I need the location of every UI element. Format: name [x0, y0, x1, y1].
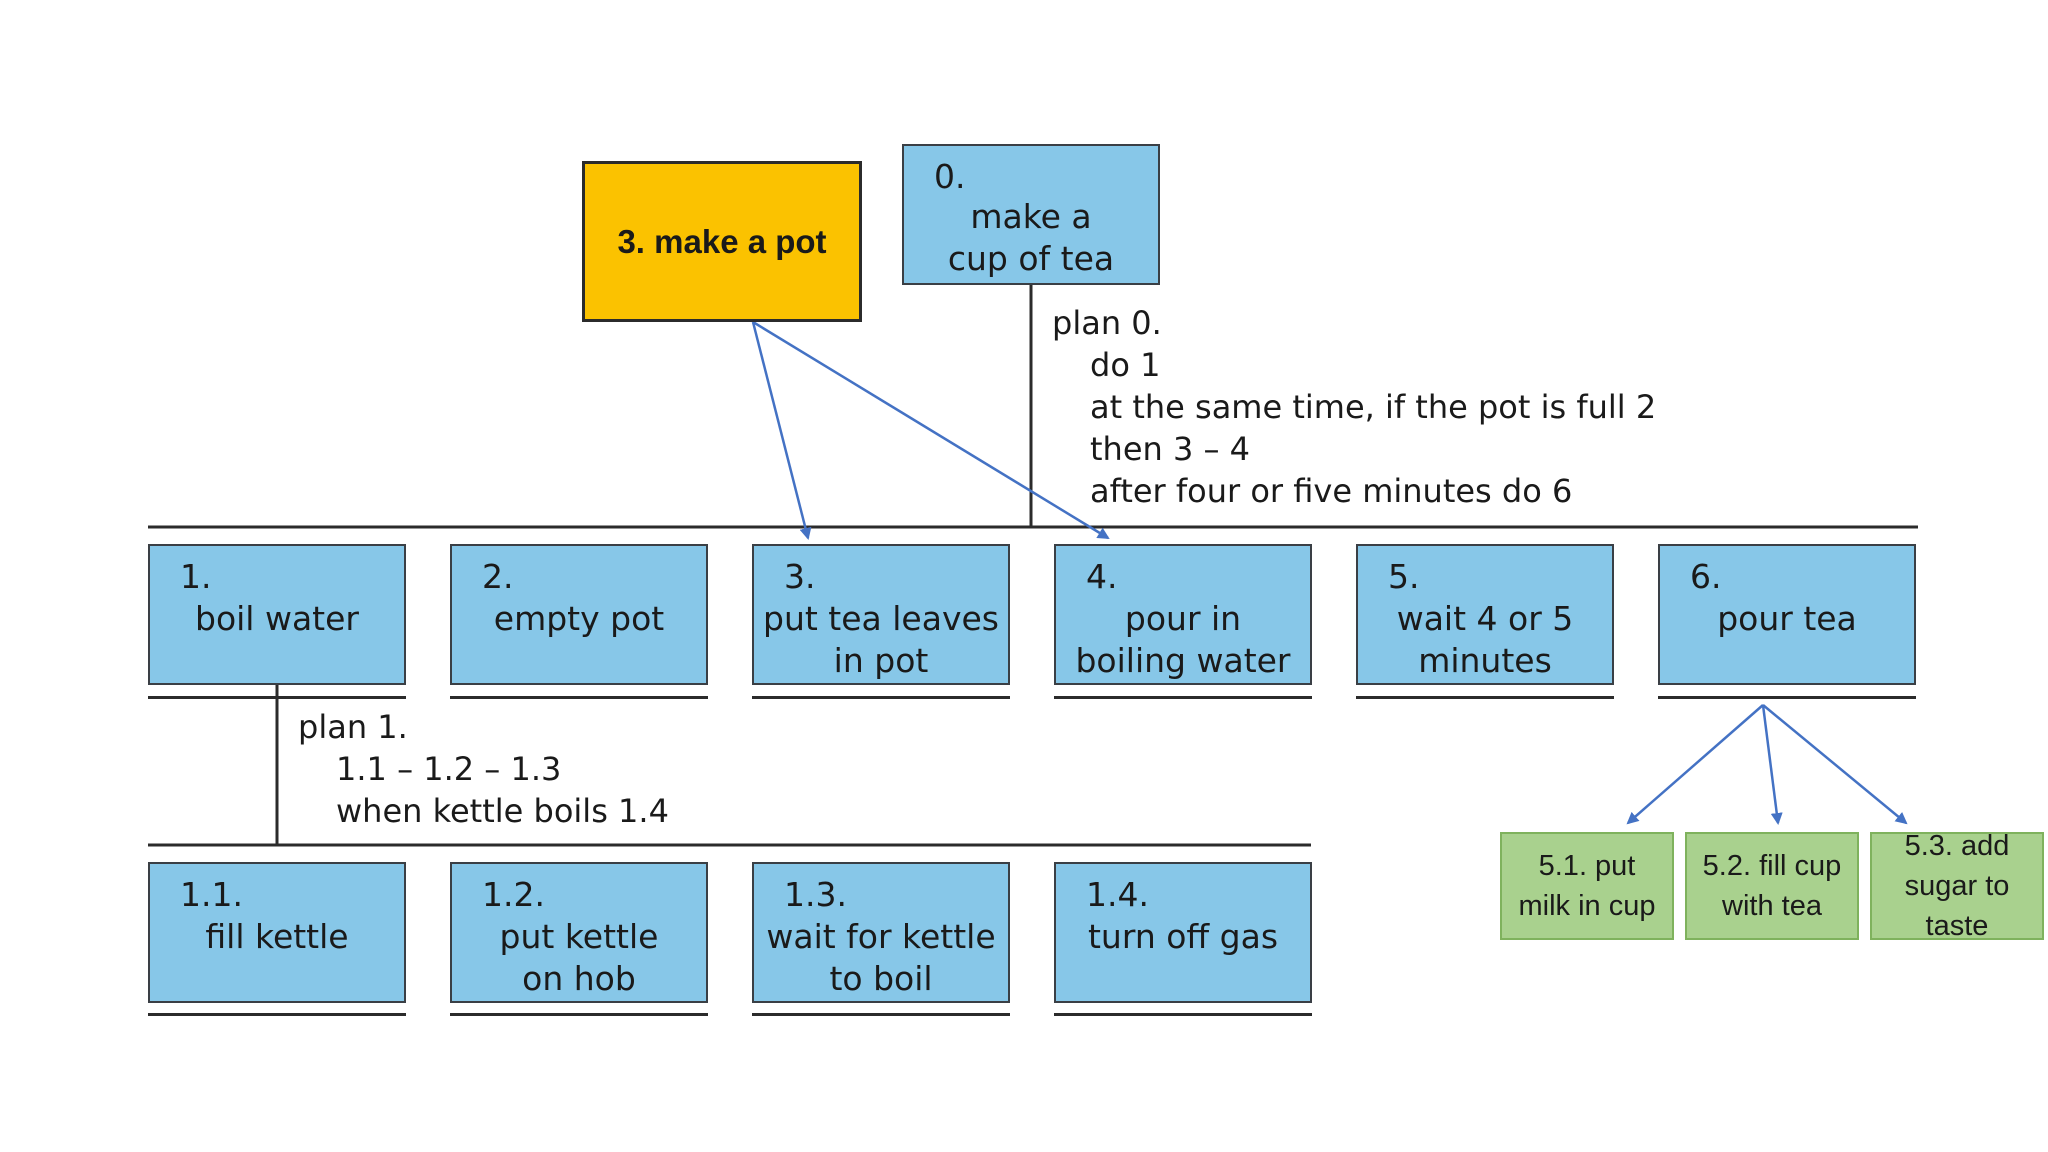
subtask-label-line2: to boil [829, 959, 933, 998]
task-box-6: 6. pour tea [1658, 544, 1916, 685]
substep-line: with tea [1722, 890, 1822, 922]
task-label-line2: minutes [1418, 641, 1552, 680]
substep-line: 5.1. put [1538, 850, 1636, 882]
task-label: wait 4 or 5 [1396, 599, 1574, 638]
task-box-4: 4. pour in boiling water [1054, 544, 1312, 685]
task-underline [1658, 696, 1916, 699]
task-box-1: 1. boil water [148, 544, 406, 685]
subtask-number: 1.1. [180, 875, 243, 914]
task-label-line2: boiling water [1075, 641, 1291, 680]
substep-line: milk in cup [1518, 890, 1656, 922]
plan0-line: after four or five minutes do 6 [1090, 472, 1573, 510]
substep-line: taste [1925, 910, 1989, 942]
subtask-box-1-3: 1.3. wait for kettle to boil [752, 862, 1010, 1003]
task-label: pour tea [1717, 599, 1857, 638]
subtask-box-1-2: 1.2. put kettle on hob [450, 862, 708, 1003]
task-box-5: 5. wait 4 or 5 minutes [1356, 544, 1614, 685]
substep-box-5-3: 5.3. add sugar to taste [1870, 830, 2044, 942]
plan1-title: plan 1. [298, 708, 408, 746]
task-underline [1054, 696, 1312, 699]
subtask-underline [752, 1013, 1010, 1016]
subtask-number: 1.4. [1086, 875, 1149, 914]
substep-box-5-1: 5.1. put milk in cup [1500, 832, 1674, 940]
subtask-label: put kettle [499, 917, 659, 956]
subtask-underline [148, 1013, 406, 1016]
subtask-box-1-1: 1.1. fill kettle [148, 862, 406, 1003]
subtask-box-1-4: 1.4. turn off gas [1054, 862, 1312, 1003]
subtask-underline [1054, 1013, 1312, 1016]
subtask-number: 1.2. [482, 875, 545, 914]
task-number: 6. [1690, 557, 1722, 596]
task-underline [148, 696, 406, 699]
task-box-2: 2. empty pot [450, 544, 708, 685]
task-label: put tea leaves [763, 599, 999, 638]
task-box-3: 3. put tea leaves in pot [752, 544, 1010, 685]
plan1-text: plan 1. 1.1 – 1.2 – 1.3 when kettle boil… [298, 706, 669, 832]
root-task-line1: make a [970, 197, 1092, 236]
subtask-underline [450, 1013, 708, 1016]
task-number: 4. [1086, 557, 1118, 596]
arrow-to-task3 [751, 321, 812, 540]
plan1-line: when kettle boils 1.4 [336, 792, 669, 830]
substep-line: sugar to [1904, 870, 2010, 902]
root-task-box: 0. make a cup of tea [902, 144, 1160, 285]
task-label: pour in [1124, 599, 1242, 638]
task-underline [450, 696, 708, 699]
substep-box-5-2: 5.2. fill cup with tea [1685, 832, 1859, 940]
plan0-title: plan 0. [1052, 304, 1162, 342]
make-a-pot-label: 3. make a pot [617, 222, 827, 260]
subtask-label-line2: on hob [522, 959, 636, 998]
task-underline [1356, 696, 1614, 699]
make-a-pot-box: 3. make a pot [582, 161, 862, 322]
arrow-to-5-3 [1762, 704, 1908, 825]
arrow-to-5-2 [1761, 704, 1783, 825]
subtask-label: fill kettle [205, 917, 349, 956]
root-task-line2: cup of tea [947, 239, 1115, 278]
subtask-number: 1.3. [784, 875, 847, 914]
root-task-number: 0. [934, 157, 966, 196]
plan1-line: 1.1 – 1.2 – 1.3 [336, 750, 562, 788]
task-label-line2: in pot [833, 641, 929, 680]
subtask-label: wait for kettle [766, 917, 996, 956]
plan0-line: do 1 [1090, 346, 1161, 384]
arrow-to-task4 [752, 320, 1110, 540]
task-number: 2. [482, 557, 514, 596]
task-number: 5. [1388, 557, 1420, 596]
task-underline [752, 696, 1010, 699]
substep-line: 5.2. fill cup [1702, 850, 1842, 882]
task-number: 3. [784, 557, 816, 596]
arrow-to-5-1 [1626, 704, 1764, 825]
subtask-label: turn off gas [1087, 917, 1279, 956]
substep-line: 5.3. add [1904, 830, 2010, 862]
plan0-line: then 3 – 4 [1090, 430, 1251, 468]
task-label: empty pot [493, 599, 665, 638]
task-label: boil water [195, 599, 359, 638]
plan0-line: at the same time, if the pot is full 2 [1090, 388, 1657, 426]
task-number: 1. [180, 557, 212, 596]
plan0-text: plan 0. do 1 at the same time, if the po… [1052, 302, 1656, 512]
